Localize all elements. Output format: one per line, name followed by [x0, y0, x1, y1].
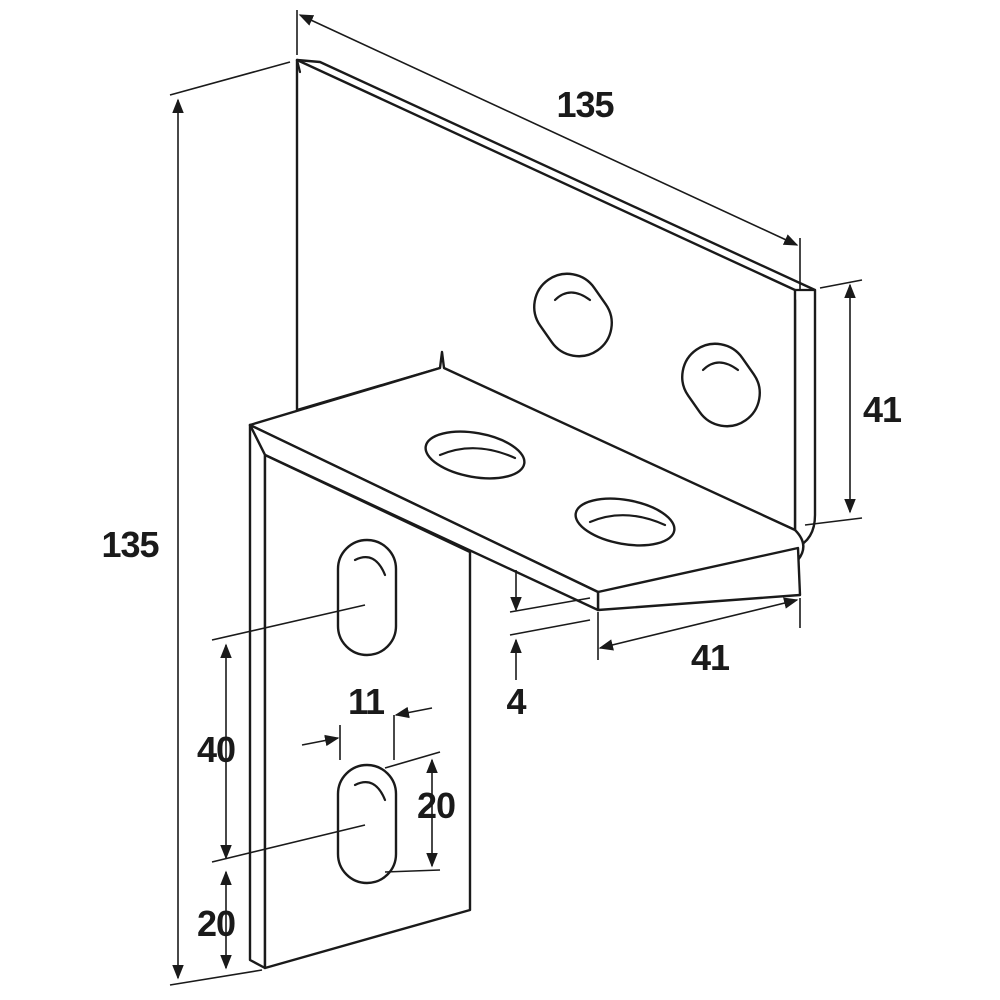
- dim-slot-spacing: 40: [196, 729, 236, 770]
- dim-slot-width: 11: [347, 681, 385, 722]
- dim-bottom-offset: 20: [196, 903, 236, 944]
- dim-height: 135: [101, 524, 159, 565]
- dim-back-flange-height: 41: [862, 389, 902, 430]
- dim-flange-depth: 41: [690, 637, 730, 678]
- dim-thickness: 4: [506, 681, 526, 722]
- front-plate: [248, 423, 472, 970]
- slots: [336, 272, 761, 885]
- dim-slot-length: 20: [416, 785, 456, 826]
- dim-top-length: 135: [556, 84, 614, 125]
- dimension-lines: [169, 10, 863, 986]
